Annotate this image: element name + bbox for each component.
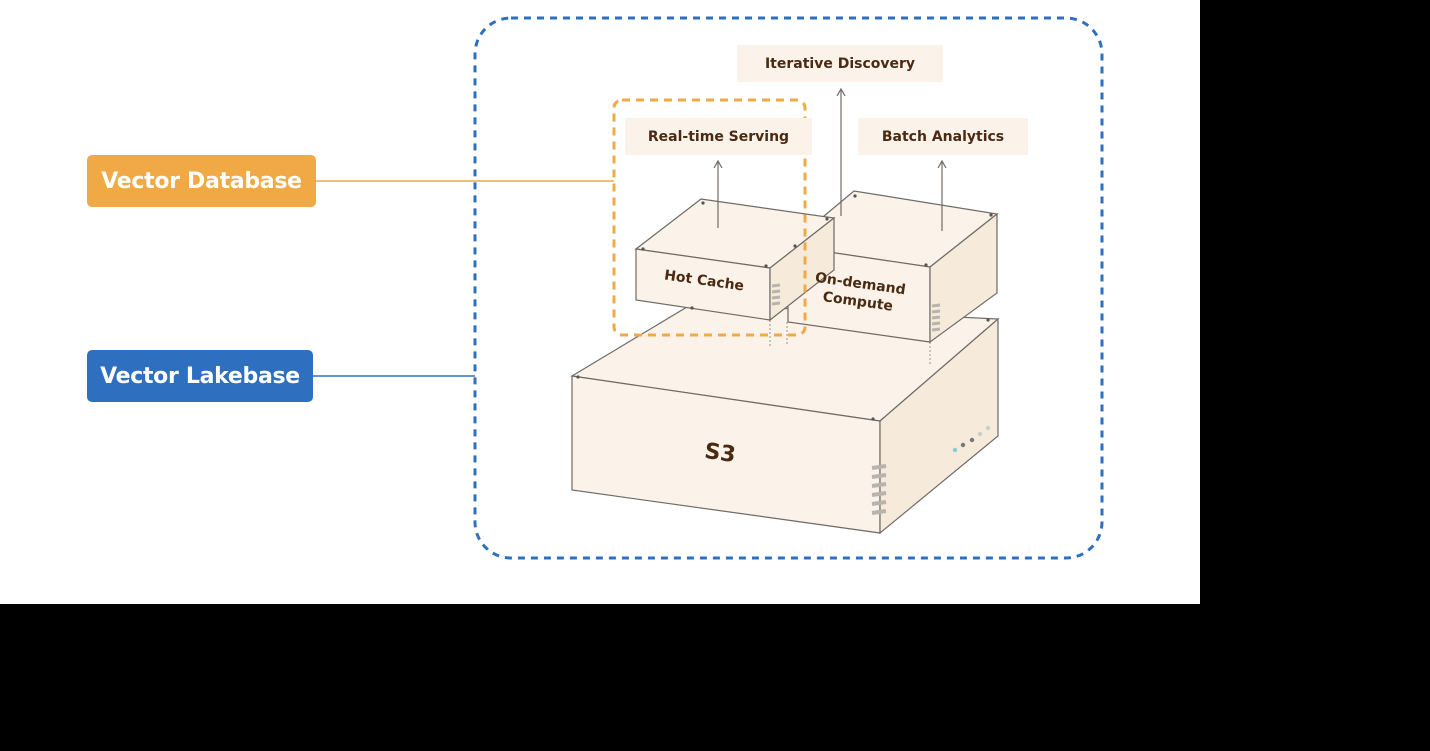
vector-lakebase-pill: Vector Lakebase (87, 350, 313, 402)
batch-analytics-label: Batch Analytics (858, 118, 1028, 155)
vector-database-boundary (612, 98, 807, 337)
box-corner-dots (576, 194, 993, 421)
iterative-discovery-label: Iterative Discovery (737, 45, 943, 82)
hot-cache-box (634, 198, 836, 322)
vector-database-pill: Vector Database (87, 155, 316, 207)
architecture-diagram (313, 16, 1104, 560)
lakebase-boundary (473, 16, 1104, 560)
flow-arrows (713, 87, 947, 231)
diagram-canvas: Vector Database Vector Lakebase Iterativ… (0, 0, 1200, 604)
real-time-serving-label: Real-time Serving (625, 118, 812, 155)
support-lines (769, 320, 931, 366)
